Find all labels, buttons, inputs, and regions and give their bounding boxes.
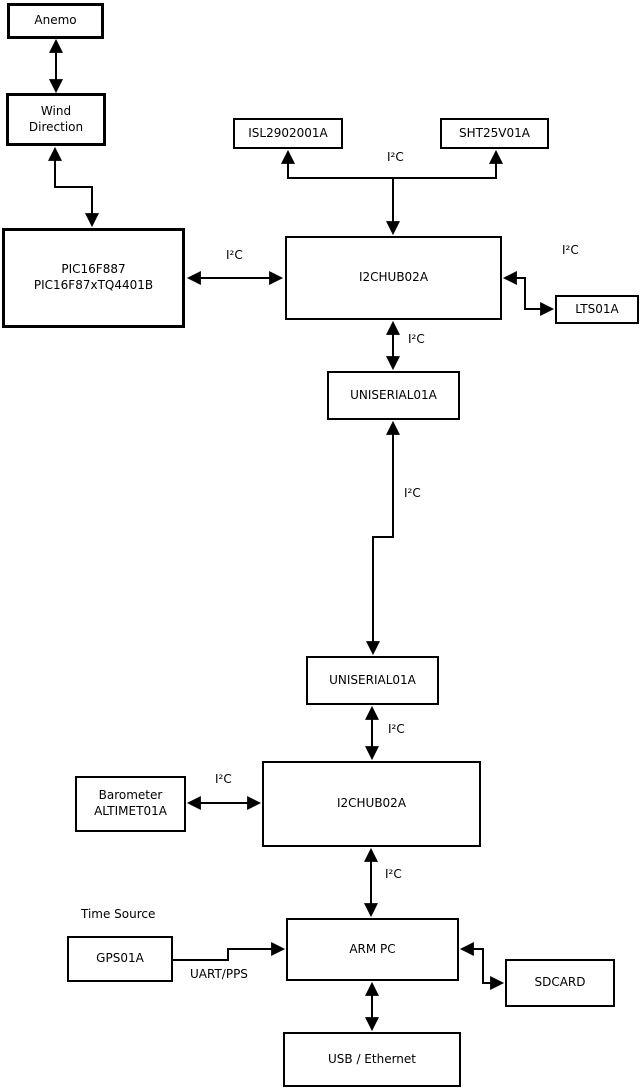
node-sht25v01a-label: SHT25V01A — [459, 125, 530, 140]
node-i2chub02a-bottom-label: I2CHUB02A — [336, 796, 407, 811]
edge-label-i2c-hub2-armpc: I²C — [385, 867, 402, 881]
node-gps01a-label: GPS01A — [96, 951, 144, 966]
connector-bus-sht — [393, 149, 503, 179]
edge-label-uart-pps: UART/PPS — [190, 967, 248, 981]
connector-wind-direction-pic — [48, 146, 99, 228]
connector-armpc-sdcard — [459, 942, 505, 990]
node-isl2902001a-label: ISL2902001A — [248, 125, 328, 140]
node-pic16f887-label: PIC16F887 PIC16F87xTQ4401B — [33, 262, 154, 292]
node-uniserial01a-top: UNISERIAL01A — [327, 371, 460, 420]
node-usb-ethernet: USB / Ethernet — [283, 1032, 461, 1087]
node-barometer-altimet01a: Barometer ALTIMET01A — [75, 776, 186, 832]
edge-label-i2c-pic-hub: I²C — [226, 248, 243, 262]
node-anemo: Anemo — [7, 3, 104, 39]
node-gps01a: GPS01A — [67, 936, 173, 982]
node-uniserial01a-bottom: UNISERIAL01A — [306, 656, 439, 705]
connector-i2chub-top-lts — [502, 271, 555, 316]
node-sht25v01a: SHT25V01A — [440, 118, 549, 149]
connector-gps-armpc — [173, 942, 286, 961]
edge-label-time-source: Time Source — [81, 907, 156, 921]
node-barometer-altimet01a-label: Barometer ALTIMET01A — [94, 788, 167, 818]
node-uniserial01a-top-label: UNISERIAL01A — [350, 387, 437, 402]
node-sdcard: SDCARD — [505, 959, 615, 1007]
node-wind-direction: Wind Direction — [6, 93, 106, 146]
node-arm-pc: ARM PC — [286, 918, 459, 981]
node-isl2902001a: ISL2902001A — [233, 118, 343, 149]
edge-label-i2c-sensor-bus: I²C — [387, 150, 404, 164]
edge-label-i2c-uniserial-hub2: I²C — [388, 722, 405, 736]
node-wind-direction-label: Wind Direction — [28, 103, 84, 134]
node-pic16f887: PIC16F887 PIC16F87xTQ4401B — [2, 228, 185, 328]
node-uniserial01a-bottom-label: UNISERIAL01A — [329, 672, 416, 687]
node-anemo-label: Anemo — [34, 13, 77, 28]
edge-label-i2c-hub-uniserial: I²C — [408, 332, 425, 346]
edge-label-i2c-barometer-hub2: I²C — [215, 772, 232, 786]
node-usb-ethernet-label: USB / Ethernet — [328, 1051, 416, 1066]
node-lts01a-label: LTS01A — [575, 301, 619, 316]
connector-uniserial-top-uniserial-bottom — [366, 420, 400, 656]
node-i2chub02a-top-label: I2CHUB02A — [358, 270, 429, 285]
edge-label-i2c-hub-lts: I²C — [562, 243, 579, 257]
edge-label-i2c-uniserial-link: I²C — [404, 486, 421, 500]
node-sdcard-label: SDCARD — [534, 975, 586, 990]
connector-bus-isl — [281, 149, 393, 179]
node-lts01a: LTS01A — [555, 295, 639, 324]
node-arm-pc-label: ARM PC — [349, 941, 396, 956]
node-i2chub02a-bottom: I2CHUB02A — [262, 761, 481, 847]
node-i2chub02a-top: I2CHUB02A — [285, 236, 502, 320]
